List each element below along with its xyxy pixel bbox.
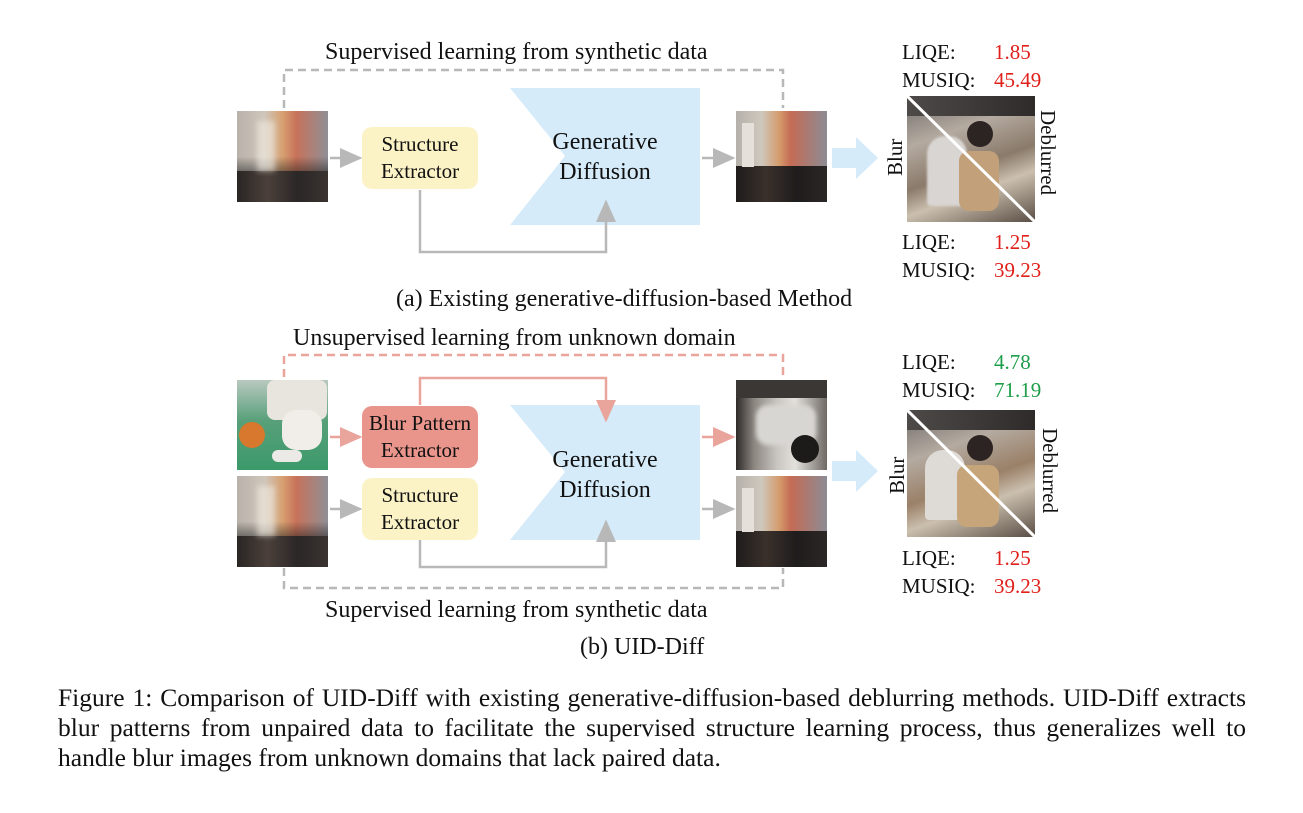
a-arrow-structure-diffusion	[418, 190, 616, 254]
b-big-arrow	[832, 450, 878, 492]
b-top-musiq-value: 71.19	[994, 378, 1042, 402]
a-diffusion-line1: Generative	[552, 129, 658, 155]
b-blur-box-line1: Blur Pattern	[368, 411, 472, 435]
b-structure-input-image	[237, 476, 328, 567]
b-comparison-image	[907, 410, 1035, 537]
b-subcaption: (b) UID-Diff	[580, 634, 705, 660]
b-arrow-blur-extractor-diffusion	[418, 376, 616, 423]
b-diffusion-shape	[510, 405, 700, 540]
b-bottom-liqe-value: 1.25	[994, 546, 1031, 570]
b-bottom-musiq-value: 39.23	[994, 574, 1042, 598]
b-deblurred-side-label: Deblurred	[1038, 428, 1062, 514]
b-blur-box-line2: Extractor	[380, 438, 460, 462]
b-blur-pattern-extractor-box: Blur Pattern Extractor	[362, 406, 478, 468]
b-top-label: Unsupervised learning from unknown domai…	[293, 325, 736, 351]
a-top-liqe-label: LIQE:	[902, 40, 956, 64]
b-structure-line1: Structure	[381, 483, 459, 507]
a-diffusion-line2: Diffusion	[559, 159, 651, 185]
a-top-liqe-value: 1.85	[994, 40, 1031, 64]
b-top-liqe-label: LIQE:	[902, 350, 956, 374]
b-top-liqe-value: 4.78	[994, 350, 1031, 374]
a-bottom-liqe-value: 1.25	[994, 230, 1031, 254]
a-bottom-liqe-label: LIQE:	[902, 230, 956, 254]
a-diffusion-label: Generative Diffusion	[530, 127, 680, 187]
b-diffusion-line2: Diffusion	[559, 477, 651, 503]
figure-caption: Figure 1: Comparison of UID-Diff with ex…	[58, 683, 1246, 772]
a-diagonal-divider	[907, 96, 1035, 222]
b-structure-output-image	[736, 476, 827, 567]
b-structure-line2: Extractor	[380, 510, 460, 534]
b-bottom-musiq-label: MUSIQ:	[902, 574, 976, 598]
a-structure-line1: Structure	[381, 132, 459, 156]
b-structure-extractor-box: Structure Extractor	[362, 478, 478, 540]
a-top-label: Supervised learning from synthetic data	[325, 39, 708, 65]
a-bottom-musiq-value: 39.23	[994, 258, 1042, 282]
b-blur-output-image	[736, 380, 827, 470]
b-diagonal-divider	[907, 410, 1035, 537]
a-big-arrow	[832, 137, 878, 179]
b-diffusion-label: Generative Diffusion	[530, 445, 680, 505]
b-unsupervised-dashed-loop	[282, 353, 785, 377]
a-diffusion-shape	[510, 88, 700, 225]
a-top-musiq-value: 45.49	[994, 68, 1042, 92]
a-subcaption: (a) Existing generative-diffusion-based …	[396, 286, 853, 312]
a-top-musiq-label: MUSIQ:	[902, 68, 976, 92]
a-structure-line2: Extractor	[380, 159, 460, 183]
a-comparison-image	[907, 96, 1035, 222]
b-bottom-label: Supervised learning from synthetic data	[325, 597, 708, 623]
b-supervised-dashed-loop	[282, 568, 785, 590]
b-diffusion-line1: Generative	[552, 447, 658, 473]
b-bottom-liqe-label: LIQE:	[902, 546, 956, 570]
a-deblurred-side-label: Deblurred	[1036, 110, 1060, 196]
b-top-musiq-label: MUSIQ:	[902, 378, 976, 402]
a-output-image	[736, 111, 827, 202]
b-blur-input-image	[237, 380, 328, 470]
a-supervised-dashed-loop	[282, 68, 785, 108]
b-blur-side-label: Blur	[885, 456, 909, 494]
a-input-image	[237, 111, 328, 202]
a-bottom-musiq-label: MUSIQ:	[902, 258, 976, 282]
a-blur-side-label: Blur	[883, 138, 907, 176]
a-structure-extractor-box: Structure Extractor	[362, 127, 478, 189]
b-arrow-structure-diffusion	[418, 519, 616, 569]
